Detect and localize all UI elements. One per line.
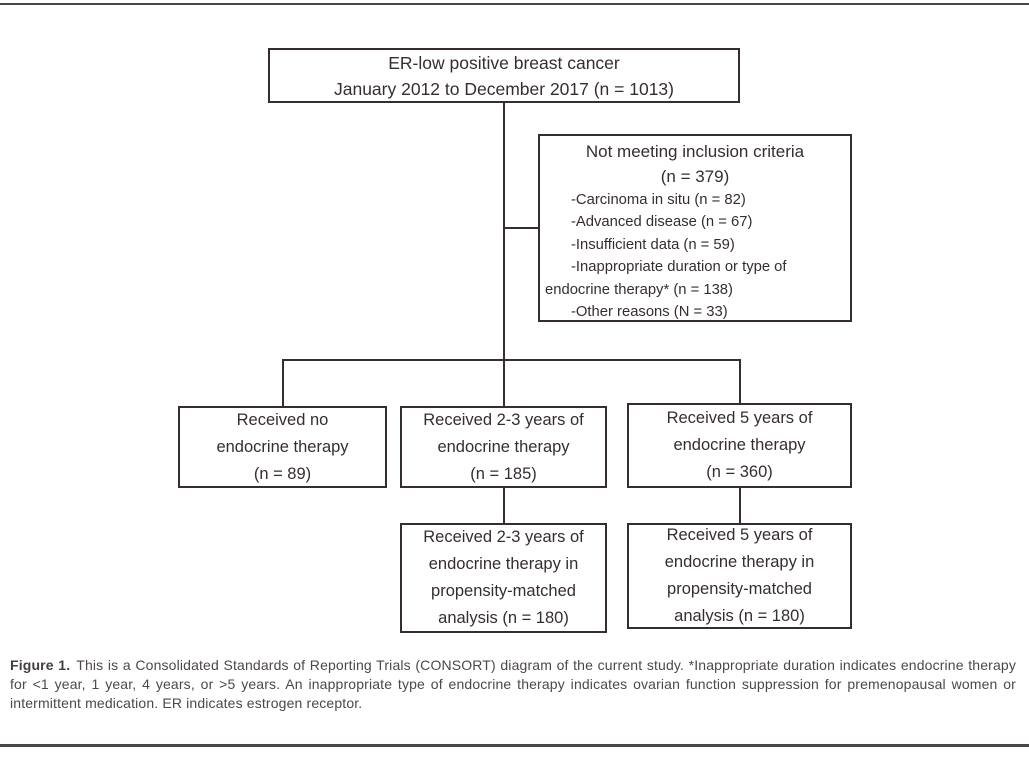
box-text-line: endocrine therapy in [664, 553, 815, 571]
exclusion-item: -Advanced disease (n = 67) [571, 214, 753, 231]
bottom-horizontal-rule [0, 744, 1029, 747]
box-matched-5-years: Received 5 years of endocrine therapy in… [627, 523, 852, 629]
exclusion-count: (n = 379) [660, 167, 730, 186]
connector-stub-arm-1 [282, 359, 284, 406]
box-text-line: ER-low positive breast cancer [388, 52, 620, 73]
box-text-line: (n = 360) [706, 463, 773, 481]
box-text-line: endocrine therapy [673, 436, 806, 454]
box-text-line: (n = 89) [253, 464, 312, 483]
top-horizontal-rule [0, 3, 1029, 5]
box-text-line: analysis (n = 180) [438, 609, 569, 627]
exclusion-item: -Insufficient data (n = 59) [571, 236, 735, 253]
box-total-cohort: ER-low positive breast cancer January 20… [268, 48, 740, 103]
box-text-line: Received 5 years of [666, 526, 813, 544]
connector-arm3-to-matched3 [739, 488, 741, 523]
box-text-line: endocrine therapy [437, 437, 570, 456]
connector-arms-splitter-horizontal [282, 359, 741, 361]
connector-stub-arm-3 [739, 359, 741, 403]
exclusion-item: -Carcinoma in situ (n = 82) [571, 192, 746, 208]
box-matched-2-3-years: Received 2-3 years of endocrine therapy … [400, 523, 607, 633]
box-text-line: propensity-matched [667, 580, 812, 598]
box-arm-2-3-years: Received 2-3 years of endocrine therapy … [400, 406, 607, 488]
box-exclusion-criteria: Not meeting inclusion criteria (n = 379)… [538, 134, 852, 322]
connector-top-to-arms-vertical [503, 103, 505, 406]
box-text-line: Received 5 years of [666, 409, 813, 427]
figure-caption: Figure 1.This is a Consolidated Standard… [10, 656, 1016, 713]
box-text-line: Received 2-3 years of [423, 528, 584, 546]
box-text-line: Received 2-3 years of [423, 410, 584, 429]
connector-branch-to-exclusion [503, 227, 538, 229]
figure-caption-label: Figure 1. [10, 657, 71, 673]
box-text-line: (n = 185) [470, 464, 537, 483]
box-text-line: analysis (n = 180) [674, 607, 805, 625]
box-text-line: Received no [236, 410, 329, 429]
box-arm-no-endocrine-therapy: Received no endocrine therapy (n = 89) [178, 406, 387, 488]
exclusion-item: -Inappropriate duration or type of endoc… [545, 259, 787, 298]
exclusion-item: -Other reasons (N = 33) [571, 304, 728, 321]
box-text-line: endocrine therapy in [428, 555, 579, 573]
box-arm-5-years: Received 5 years of endocrine therapy (n… [627, 403, 852, 488]
box-text-line: January 2012 to December 2017 (n = 1013) [333, 78, 674, 99]
box-text-line: propensity-matched [431, 582, 576, 600]
figure-caption-text: This is a Consolidated Standards of Repo… [10, 657, 1016, 711]
connector-arm2-to-matched2 [503, 488, 505, 523]
exclusion-title: Not meeting inclusion criteria [585, 142, 805, 161]
box-text-line: endocrine therapy [216, 437, 349, 456]
